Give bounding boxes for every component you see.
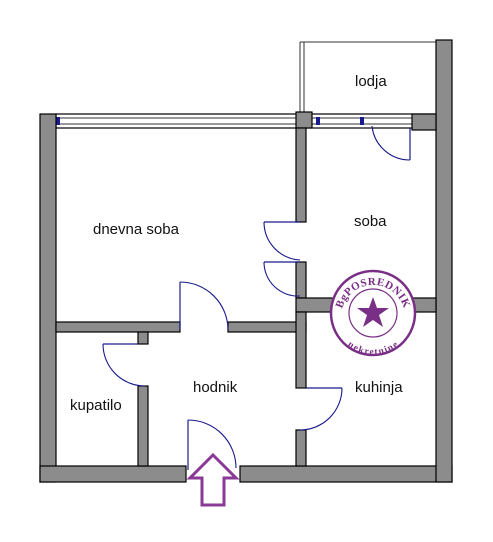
room-label-hodnik: hodnik: [193, 379, 238, 396]
room-label-soba: soba: [354, 213, 387, 230]
loggia-outline: [299, 41, 436, 114]
entrance-door: [187, 419, 237, 470]
loggia-door: [371, 125, 411, 161]
star-icon: [357, 297, 389, 327]
room-label-lodja: lodja: [355, 73, 387, 90]
kuhinja-door: [299, 387, 343, 431]
kupatilo-door: [102, 343, 146, 387]
walls: [39, 39, 453, 483]
entrance-arrow-icon: [186, 452, 240, 507]
doors: [102, 125, 411, 470]
room-label-dnevna-soba: dnevna soba: [93, 221, 180, 238]
dnevna-door: [179, 281, 229, 331]
room-label-kuhinja: kuhinja: [355, 379, 403, 396]
room-label-kupatilo: kupatilo: [70, 397, 122, 414]
soba-door: [263, 221, 301, 297]
agency-stamp: BgPOSREDNIK nekretnine: [329, 269, 417, 358]
top-window: [55, 113, 435, 129]
